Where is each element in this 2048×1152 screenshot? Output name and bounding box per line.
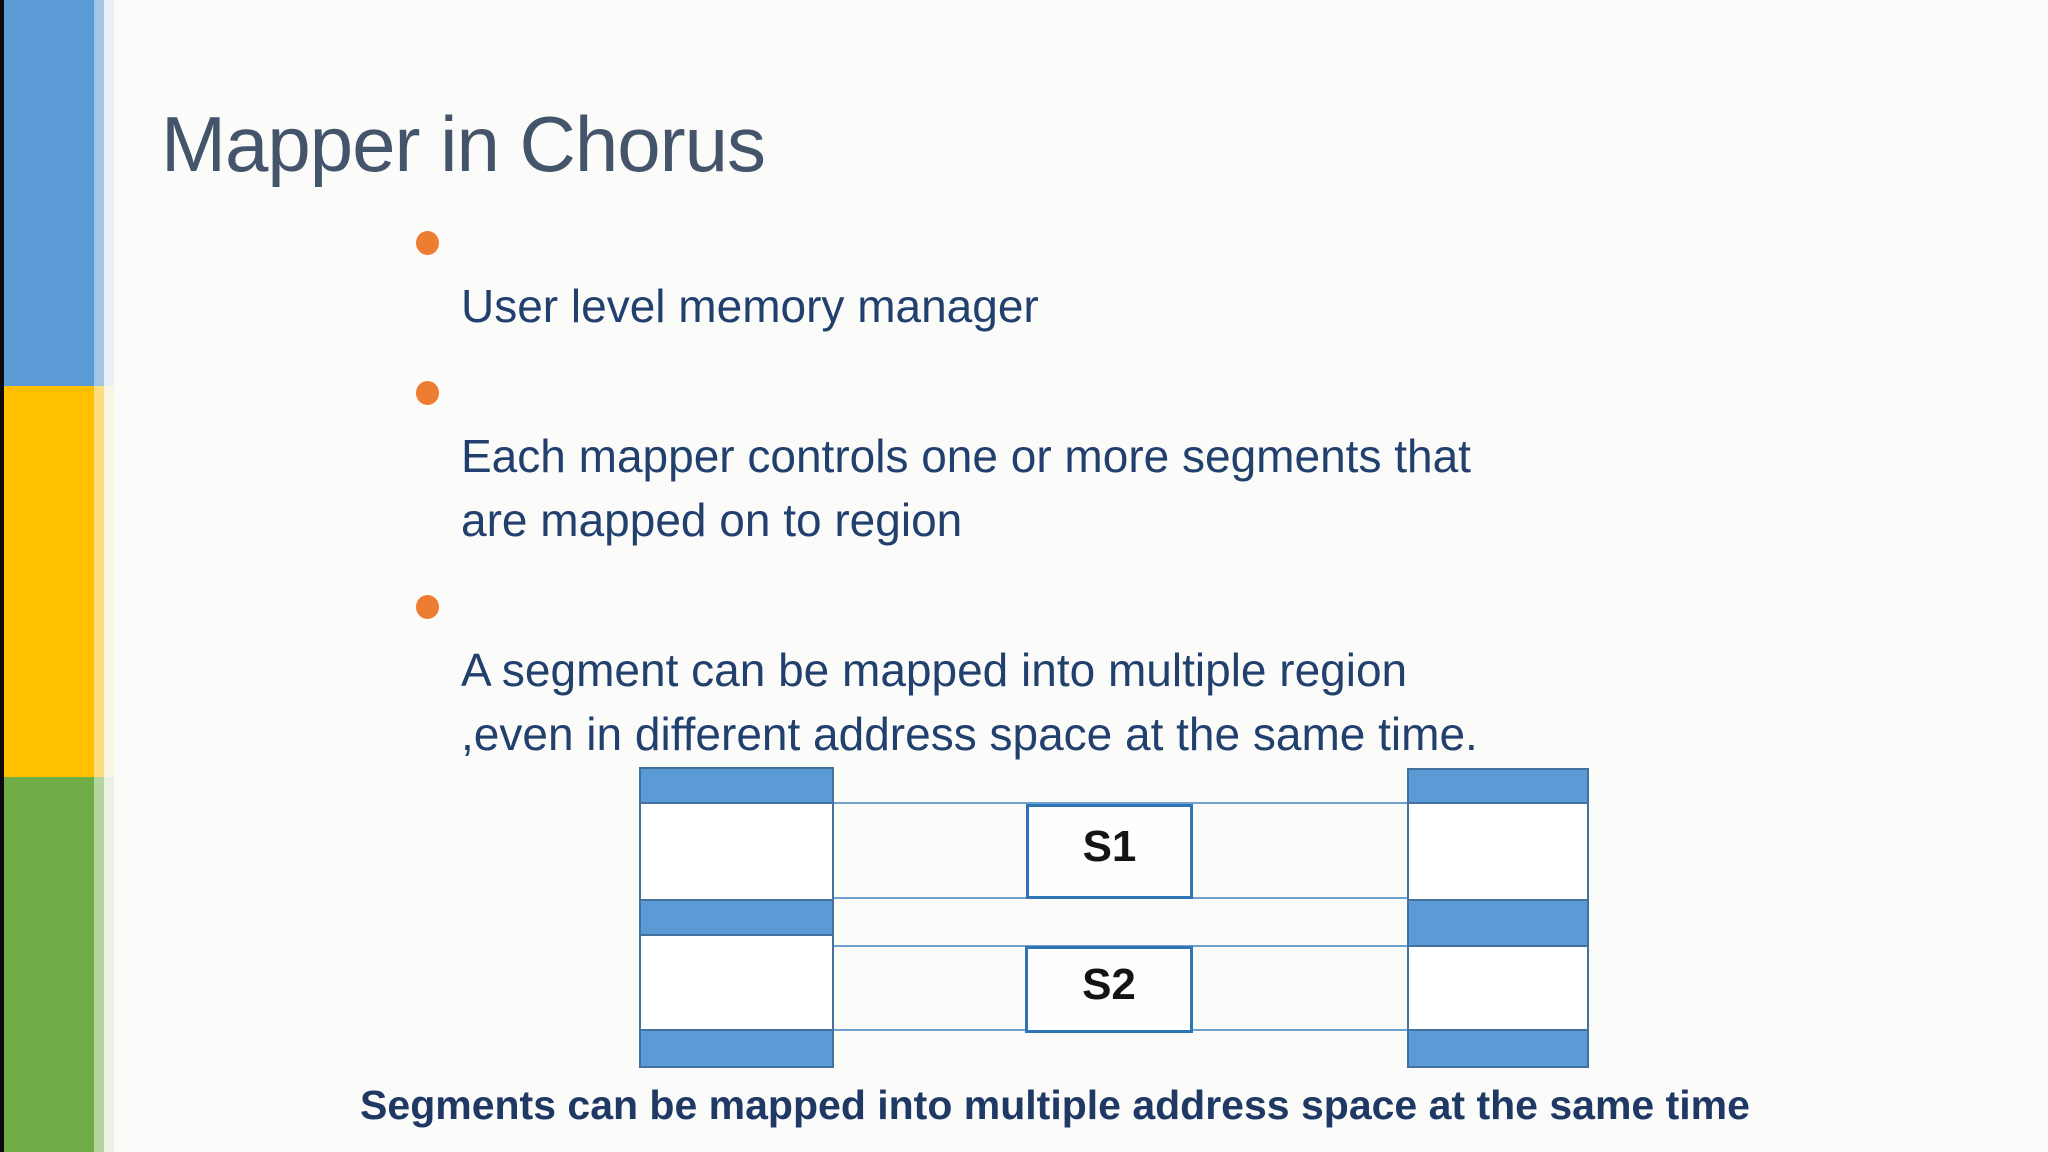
segment-box-s2: S2 bbox=[1025, 946, 1193, 1033]
bullet-list: User level memory manager Each mapper co… bbox=[415, 210, 1845, 788]
connector-s1-top bbox=[833, 802, 1408, 804]
accent-stripe-yellow bbox=[0, 386, 114, 777]
bullet-item-1: User level memory manager bbox=[415, 210, 1845, 338]
segment-label-s1: S1 bbox=[1082, 821, 1137, 871]
bullet-text-3: A segment can be mapped into multiple re… bbox=[461, 644, 1478, 760]
address-space-left-block-bottom bbox=[639, 1029, 834, 1068]
accent-stripe bbox=[0, 0, 114, 1152]
segment-label-s2: S2 bbox=[1082, 959, 1136, 1009]
address-space-right bbox=[1407, 768, 1589, 1068]
bullet-item-3: A segment can be mapped into multiple re… bbox=[415, 574, 1845, 766]
address-space-right-block-middle bbox=[1407, 899, 1589, 947]
bullet-dot bbox=[416, 231, 439, 255]
bullet-text-2: Each mapper controls one or more segment… bbox=[461, 430, 1471, 546]
address-space-left bbox=[639, 767, 834, 1068]
address-space-right-block-bottom bbox=[1407, 1029, 1589, 1068]
bullet-dot bbox=[416, 381, 439, 405]
left-edge-bar bbox=[0, 0, 4, 1152]
bullet-item-2: Each mapper controls one or more segment… bbox=[415, 360, 1845, 552]
bullet-dot bbox=[416, 595, 439, 619]
accent-stripe-blue bbox=[0, 0, 114, 386]
accent-stripe-green bbox=[0, 777, 114, 1152]
address-space-left-block-middle bbox=[639, 899, 834, 936]
bullet-text-1: User level memory manager bbox=[461, 280, 1039, 332]
address-space-right-block-top bbox=[1407, 768, 1589, 804]
segment-box-s1: S1 bbox=[1026, 804, 1193, 899]
diagram-caption: Segments can be mapped into multiple add… bbox=[360, 1082, 1750, 1128]
slide-title: Mapper in Chorus bbox=[161, 100, 766, 188]
address-space-left-block-top bbox=[639, 767, 834, 804]
